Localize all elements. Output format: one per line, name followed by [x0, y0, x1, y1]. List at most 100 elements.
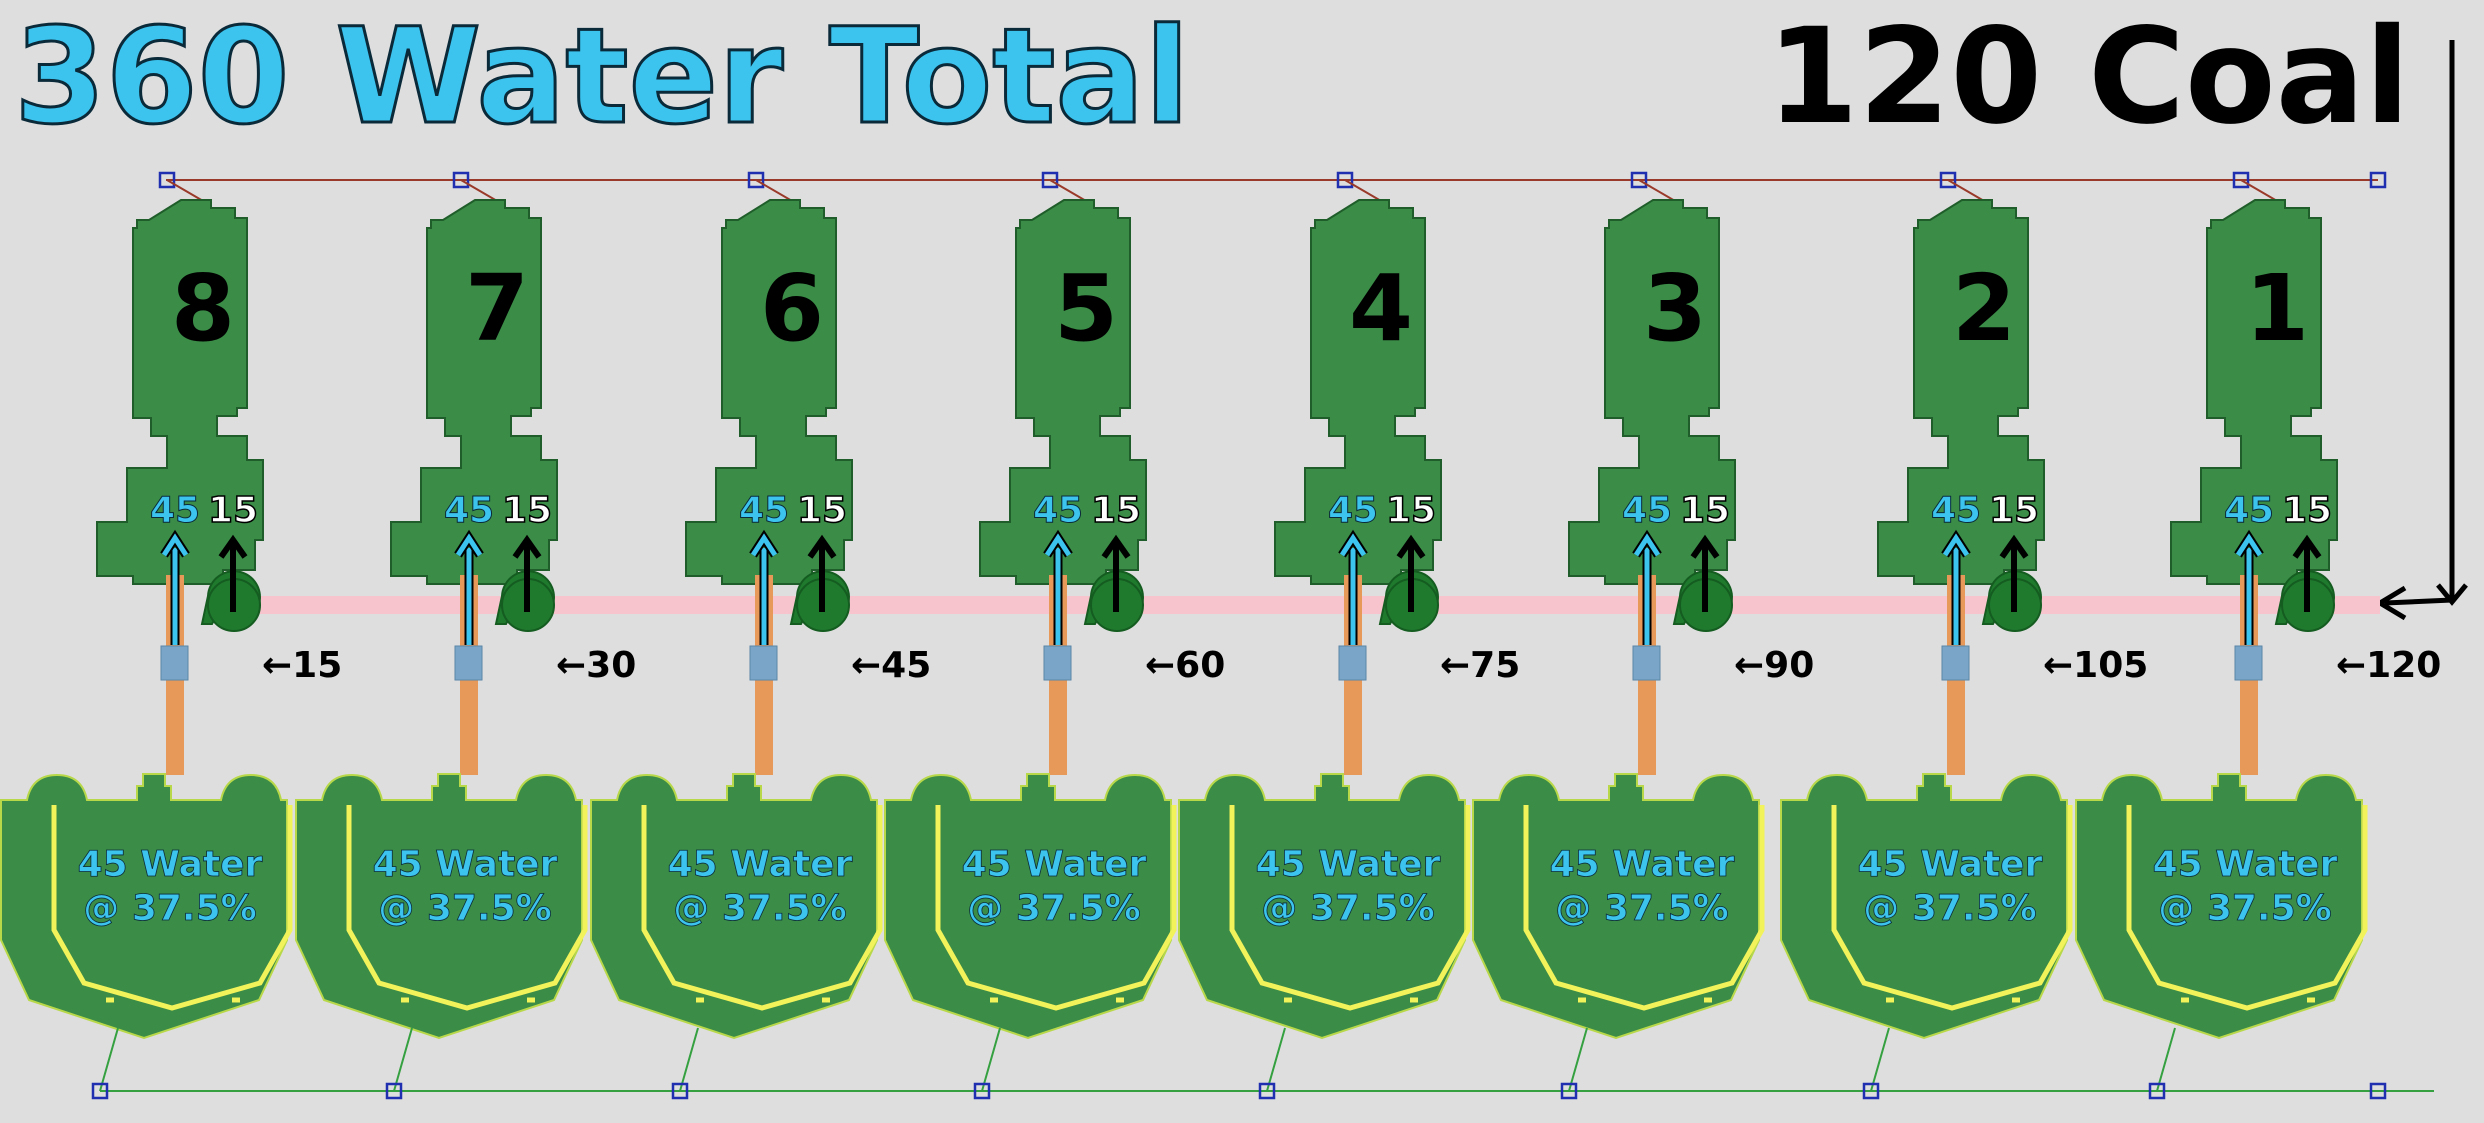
steam-engine[interactable]	[1274, 199, 1442, 585]
water-rate-label: 45	[1033, 490, 1083, 531]
pipe-valve	[1941, 645, 1970, 681]
steam-engine[interactable]	[2170, 199, 2338, 585]
engine-number: 8	[171, 255, 235, 362]
ground-wire	[393, 1027, 413, 1092]
boiler-trim	[2126, 805, 2368, 1011]
coal-rate-label: 15	[1091, 490, 1141, 531]
engine-number: 6	[760, 255, 824, 362]
pipe-valve	[749, 645, 778, 681]
power-pole	[1041, 171, 1059, 189]
coal-arrow-head	[512, 534, 542, 559]
ground-wire	[981, 1027, 1001, 1092]
boiler-output-label: 45 Water	[373, 844, 558, 885]
boiler-output-label: 45 Water	[668, 844, 853, 885]
coal-arrow-head	[2292, 534, 2322, 559]
steam-engine[interactable]	[1568, 199, 1736, 585]
pipe-valve	[454, 645, 483, 681]
water-rate-label: 45	[2224, 490, 2274, 531]
ground-pole	[1862, 1082, 1880, 1100]
boiler[interactable]	[0, 773, 288, 1040]
engine-number: 7	[465, 255, 529, 362]
ground-pole	[1560, 1082, 1578, 1100]
ground-pole	[2148, 1082, 2166, 1100]
coal-rate-label: 15	[502, 490, 552, 531]
water-arrow-head	[2235, 533, 2263, 557]
water-rate-label: 45	[150, 490, 200, 531]
boiler-trim	[51, 805, 293, 1011]
coal-arrow-head	[1999, 534, 2029, 559]
coal-arrow-head	[1101, 534, 1131, 559]
coal-total-title: 120 Coal	[1767, 0, 2410, 154]
boiler[interactable]	[295, 773, 583, 1040]
boiler[interactable]	[884, 773, 1172, 1040]
boiler-trim	[1229, 805, 1471, 1011]
water-arrow-head	[1633, 533, 1661, 557]
boiler[interactable]	[1472, 773, 1760, 1040]
boiler-output-label: 45 Water	[1256, 844, 1441, 885]
coal-arrow-head	[1690, 534, 1720, 559]
ground-pole-end	[2369, 1082, 2387, 1100]
boiler-trim	[1831, 805, 2073, 1011]
boiler-output-label: 45 Water	[2153, 844, 2338, 885]
water-arrow-head	[1942, 533, 1970, 557]
steam-engine[interactable]	[979, 199, 1147, 585]
water-arrow-head	[1044, 533, 1072, 557]
water-total-title: 360 Water Total	[14, 0, 1190, 154]
ground-pole	[385, 1082, 403, 1100]
ground-wire	[2156, 1027, 2176, 1092]
water-arrow-head	[161, 533, 189, 557]
ground-wire	[679, 1027, 699, 1092]
boiler[interactable]	[1780, 773, 2068, 1040]
conveyor-throughput-label: ←105	[2043, 645, 2148, 686]
boiler-efficiency-label: @ 37.5%	[2158, 888, 2331, 929]
pipe-valve	[1338, 645, 1367, 681]
water-arrow-head	[750, 533, 778, 557]
ground-wire	[1568, 1027, 1588, 1092]
ground-pole	[91, 1082, 109, 1100]
boiler-output-label: 45 Water	[962, 844, 1147, 885]
power-pole	[1336, 171, 1354, 189]
steam-engine[interactable]	[1877, 199, 2045, 585]
steam-engine[interactable]	[390, 199, 558, 585]
boiler-efficiency-label: @ 37.5%	[83, 888, 256, 929]
coal-rate-label: 15	[1989, 490, 2039, 531]
pipe-valve	[1632, 645, 1661, 681]
water-arrow-head	[1339, 533, 1367, 557]
boiler-efficiency-label: @ 37.5%	[673, 888, 846, 929]
ground-pole	[973, 1082, 991, 1100]
power-pole	[2232, 171, 2250, 189]
coal-input-arrow	[2375, 40, 2468, 621]
pipe-valve	[1043, 645, 1072, 681]
water-rate-label: 45	[1622, 490, 1672, 531]
engine-number: 2	[1952, 255, 2016, 362]
power-pole	[747, 171, 765, 189]
boiler-efficiency-label: @ 37.5%	[1261, 888, 1434, 929]
ground-wire	[1266, 1027, 1286, 1092]
steam-engine[interactable]	[685, 199, 853, 585]
power-pole	[452, 171, 470, 189]
conveyor-throughput-label: ←60	[1145, 645, 1225, 686]
ground-wire	[1870, 1027, 1890, 1092]
boiler-efficiency-label: @ 37.5%	[1863, 888, 2036, 929]
conveyor-throughput-label: ←120	[2336, 645, 2441, 686]
power-pole	[158, 171, 176, 189]
boiler-efficiency-label: @ 37.5%	[378, 888, 551, 929]
boiler[interactable]	[2075, 773, 2363, 1040]
boiler-trim	[641, 805, 883, 1011]
coal-arrow-head	[1396, 534, 1426, 559]
steam-engine[interactable]	[96, 199, 264, 585]
conveyor-throughput-label: ←75	[1440, 645, 1520, 686]
pipe-valve	[2234, 645, 2263, 681]
water-rate-label: 45	[1931, 490, 1981, 531]
water-rate-label: 45	[739, 490, 789, 531]
pipe-valve	[160, 645, 189, 681]
boiler-output-label: 45 Water	[78, 844, 263, 885]
boiler[interactable]	[590, 773, 878, 1040]
boiler[interactable]	[1178, 773, 1466, 1040]
water-rate-label: 45	[1328, 490, 1378, 531]
boiler-trim	[935, 805, 1177, 1011]
